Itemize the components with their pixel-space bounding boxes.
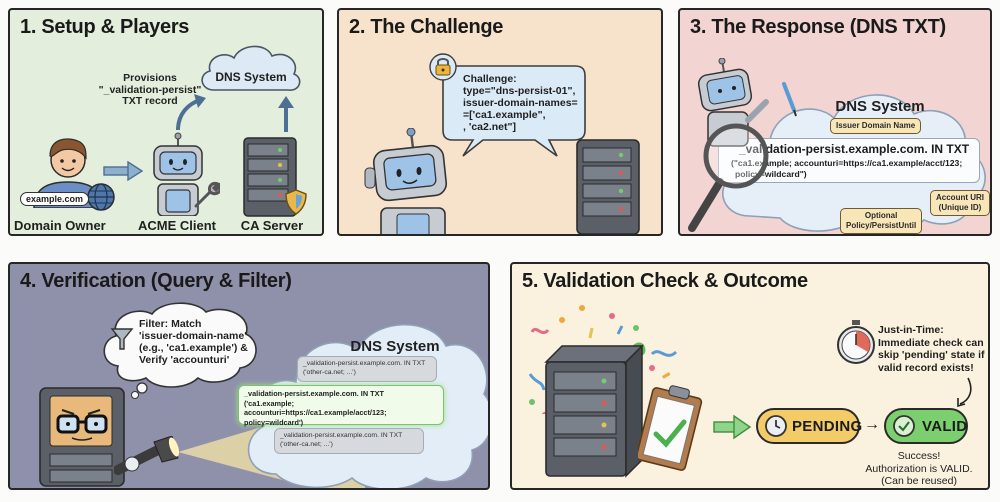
acme-robot-icon xyxy=(153,132,203,216)
ca-server-icon xyxy=(544,344,644,478)
ca-server-icon xyxy=(243,137,297,217)
actor-label-acme-client: ACME Client xyxy=(138,218,216,233)
panel-title: 3. The Response (DNS TXT) xyxy=(690,16,946,38)
record-value-line2: policy=wildcard") xyxy=(735,169,807,179)
panel-title: 5. Validation Check & Outcome xyxy=(522,270,808,292)
arrow-up-icon xyxy=(278,96,294,132)
cloud-label: DNS System xyxy=(215,70,287,84)
pen-icon xyxy=(782,82,797,117)
thought-dot xyxy=(131,391,139,399)
panel-setup-players: 1. Setup & Players DNS System Provisions… xyxy=(8,8,324,236)
panel-verification: 4. Verification (Query & Filter) Filter:… xyxy=(8,262,490,490)
domain-tag: example.com xyxy=(20,192,90,206)
check-circle-icon xyxy=(893,415,915,437)
arrow-right-icon xyxy=(713,414,752,440)
clipboard-check-icon xyxy=(638,385,703,471)
record-name: _validation-persist.example.com. IN TXT xyxy=(739,142,970,156)
panel-title: 1. Setup & Players xyxy=(20,16,190,38)
flashlight-icon xyxy=(114,436,180,475)
status-badge-valid: VALID xyxy=(884,408,968,444)
clock-icon xyxy=(765,415,787,437)
cloud-label: DNS System xyxy=(350,338,440,355)
status-badge-pending: PENDING xyxy=(756,408,863,444)
thought-bubble-icon xyxy=(103,302,257,394)
record-value-line1: ("ca1.example; accounturi=https://ca1.ex… xyxy=(731,158,963,168)
status-label: PENDING xyxy=(792,417,863,435)
arrow-right-icon xyxy=(103,160,144,182)
shield-icon xyxy=(285,189,307,215)
actor-label-domain-owner: Domain Owner xyxy=(14,218,106,233)
filter-funnel-icon xyxy=(110,328,134,350)
curved-arrow-icon xyxy=(957,377,972,408)
ca-server-icon xyxy=(576,139,640,234)
panel-validation-outcome: 5. Validation Check & Outcome xyxy=(510,262,990,490)
challenge-text: Challenge: type="dns-persist-01", issuer… xyxy=(463,73,578,133)
acme-robot-icon xyxy=(364,128,448,234)
panel-challenge: 2. The Challenge Challenge: type="dns-pe… xyxy=(337,8,663,236)
provision-note: Provisions "_validation-persist" TXT rec… xyxy=(98,72,202,107)
stopwatch-icon xyxy=(837,320,875,364)
filter-criteria-text: Filter: Match 'issuer-domain-name' (e.g.… xyxy=(139,318,248,366)
wrench-icon xyxy=(194,182,220,208)
panel-response-dns-txt: 3. The Response (DNS TXT) DNS System Iss… xyxy=(678,8,992,236)
dns-record-unmatched: _validation-persist.example.com. IN TXT … xyxy=(274,428,424,454)
actor-label-ca-server: CA Server xyxy=(240,218,304,233)
magnifying-glass-icon xyxy=(688,123,769,232)
arrow-right-icon: → xyxy=(864,416,880,433)
server-detective-icon xyxy=(39,387,125,487)
callout-issuer-domain-name: Issuer Domain Name xyxy=(830,118,922,134)
dns-record-matched: _validation-persist.example.com. IN TXT … xyxy=(238,385,444,427)
callout-optional-policy: Optional Policy/PersistUntil xyxy=(840,208,923,234)
callout-account-uri: Account URI (Unique ID) xyxy=(930,190,990,216)
panel-title: 2. The Challenge xyxy=(349,16,504,38)
lock-icon xyxy=(429,53,457,81)
status-label: VALID xyxy=(922,417,968,435)
dns-record-unmatched: _validation-persist.example.com. IN TXT … xyxy=(297,356,437,382)
panel-title: 4. Verification (Query & Filter) xyxy=(20,270,292,292)
dns-cloud-icon xyxy=(201,45,301,91)
arrow-up-right-icon xyxy=(176,94,206,131)
jit-note: Just-in-Time: Immediate check can skip '… xyxy=(878,324,985,374)
success-note: Success! Authorization is VALID. (Can be… xyxy=(865,450,973,487)
globe-icon xyxy=(87,183,115,211)
cloud-label: DNS System xyxy=(835,98,925,115)
